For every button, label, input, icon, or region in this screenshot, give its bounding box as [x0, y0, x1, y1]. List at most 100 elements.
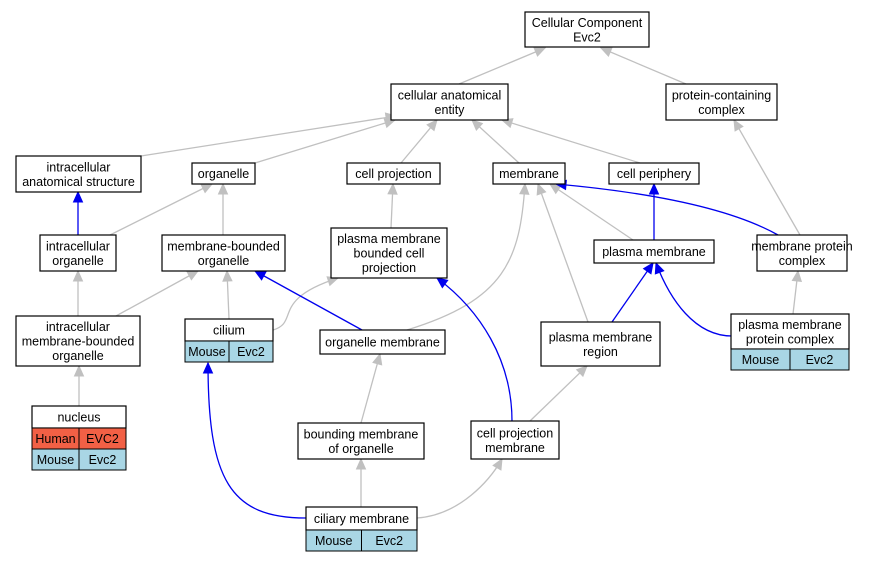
arrowhead	[383, 118, 397, 129]
edge-mbo-to-org	[217, 182, 229, 235]
term-box	[470, 420, 560, 460]
arrowhead	[536, 182, 547, 196]
edge-line	[272, 277, 339, 331]
arrowhead	[436, 277, 449, 289]
arrowhead	[253, 270, 267, 281]
edge-pmr-to-mem	[536, 182, 589, 323]
term-label-line: cellular anatomical	[398, 88, 502, 102]
edge-line	[109, 183, 213, 236]
term-node-cper[interactable]: cell periphery	[608, 162, 700, 185]
arrowhead	[575, 365, 588, 378]
term-node-pm[interactable]: plasma membrane	[593, 239, 715, 264]
arrowhead	[355, 457, 367, 470]
term-label-line: anatomical structure	[22, 175, 135, 189]
edge-line	[537, 183, 589, 323]
edge-cil-to-mbo	[222, 269, 233, 320]
term-node-org[interactable]: organelle	[191, 162, 256, 185]
term-node-cp[interactable]: cell projection	[346, 162, 441, 185]
term-label-line: cell periphery	[617, 167, 692, 181]
edge-cm-to-cil	[202, 361, 307, 519]
edge-line	[655, 262, 733, 337]
term-box	[15, 155, 142, 193]
term-box	[665, 83, 778, 121]
term-label-line: complex	[779, 254, 826, 268]
edge-line	[207, 362, 307, 519]
term-label-line: cell projection	[477, 426, 553, 440]
term-label-line: plasma membrane	[337, 232, 441, 246]
term-box	[319, 329, 446, 355]
edge-line	[406, 183, 526, 331]
term-label-line: membrane protein	[751, 239, 852, 253]
edge-line	[471, 119, 520, 164]
edge-cp-to-cae	[400, 119, 438, 164]
arrowhead	[200, 183, 214, 194]
arrowhead	[599, 47, 613, 57]
term-label-line: organelle	[52, 349, 103, 363]
edge-imbo-to-io	[72, 269, 84, 316]
gene-label: Evc2	[806, 353, 834, 367]
edge-line	[733, 119, 801, 236]
edge-cpm-to-pmbcp	[436, 277, 513, 422]
term-box	[593, 239, 715, 264]
gene-cell	[78, 448, 127, 471]
term-label-line: intracellular	[46, 239, 110, 253]
edge-line	[600, 47, 687, 85]
gene-label: Evc2	[375, 534, 403, 548]
term-box	[756, 234, 848, 272]
term-box	[524, 11, 650, 48]
species-label: Human	[35, 432, 75, 446]
edge-pmpc-to-pm	[654, 261, 733, 337]
edge-line	[611, 262, 654, 323]
edge-cae-to-cc	[458, 47, 547, 85]
edge-pm-to-mem	[548, 183, 634, 241]
arrowhead	[372, 352, 383, 366]
term-box	[330, 227, 448, 279]
edge-line	[458, 47, 546, 85]
arrowhead	[222, 269, 233, 282]
edge-pm-to-cper	[648, 182, 660, 240]
term-node-om[interactable]: organelle membrane	[319, 329, 446, 355]
edge-pmr-to-pm	[611, 261, 654, 323]
term-label-line: Cellular Component	[532, 16, 643, 30]
edge-pmpc-to-mpc	[791, 269, 803, 315]
arrowhead	[548, 183, 562, 195]
arrowhead	[533, 47, 547, 57]
arrowhead	[648, 182, 660, 195]
term-label-line: membrane-bounded	[22, 335, 135, 349]
edge-line	[416, 458, 503, 519]
term-label-line: protein-containing	[672, 88, 771, 102]
arrowhead	[202, 361, 214, 374]
term-node-mem[interactable]: membrane	[492, 162, 566, 185]
edge-layer	[72, 47, 803, 519]
edge-line	[436, 277, 513, 422]
edge-cpm-to-pmr	[529, 365, 588, 422]
term-box	[15, 315, 141, 367]
edge-cil-to-pmbcp	[272, 276, 340, 331]
term-label-line: membrane	[485, 441, 545, 455]
term-label-line: protein complex	[746, 332, 835, 346]
edge-pcc-to-cc	[599, 47, 687, 85]
term-label-line: organelle membrane	[325, 336, 440, 350]
term-label-line: organelle	[52, 254, 103, 268]
term-box	[346, 162, 441, 185]
